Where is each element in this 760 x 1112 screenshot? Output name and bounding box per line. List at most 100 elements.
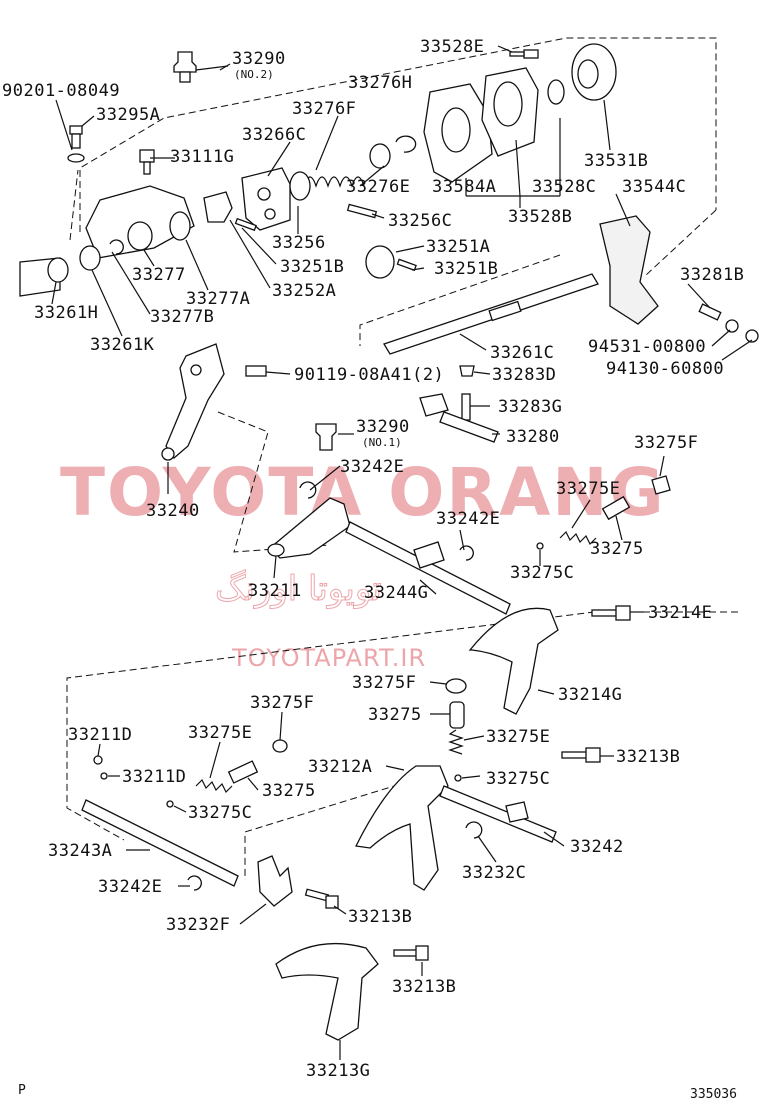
cap-33275f — [651, 475, 671, 495]
pin-33275-mid — [449, 701, 465, 729]
label-33232c: 33232C — [462, 863, 526, 883]
label-33277: 33277 — [132, 265, 186, 285]
label-33275-left: 33275 — [262, 781, 316, 801]
label-33275f-left: 33275F — [250, 693, 314, 713]
watermark-site: TOYOTAPART.IR — [231, 644, 426, 672]
label-33290-no2: 33290 — [232, 49, 286, 69]
upper-group-boundary — [79, 37, 717, 232]
bolt-33528e — [497, 45, 539, 59]
fork-33212a — [355, 765, 449, 891]
ball-33211d-upper — [93, 755, 103, 765]
rod-33243a — [81, 799, 239, 887]
bush-33277 — [127, 211, 191, 251]
bolt-33295a — [55, 99, 95, 163]
label-33211d-upper: 33211D — [68, 725, 132, 745]
clip-33277b — [109, 239, 124, 255]
leader-lines — [51, 63, 753, 1060]
watermark-brand: TOYOTA ORANG — [60, 454, 666, 531]
label-33242e-mid: 33242E — [436, 509, 500, 529]
fork-33214g — [468, 607, 559, 715]
corner-mark: P — [18, 1083, 26, 1098]
block-33266c — [241, 167, 291, 231]
plug-33290-no1 — [315, 423, 337, 451]
label-33277a: 33277A — [186, 289, 250, 309]
label-33211: 33211 — [248, 581, 302, 601]
label-90119-08a41: 90119-08A41(2) — [294, 365, 444, 385]
label-33266c: 33266C — [242, 125, 306, 145]
watermark-farsi: تویوتا اورنگ — [215, 569, 382, 609]
label-33290-no1-note: (NO.1) — [362, 436, 402, 449]
label-33240: 33240 — [146, 501, 200, 521]
shift-head-33544c — [599, 215, 759, 343]
cap-33275f-mid — [445, 678, 467, 694]
label-33283d: 33283D — [492, 365, 556, 385]
label-33276f: 33276F — [292, 99, 356, 119]
label-33211d-lower: 33211D — [122, 767, 186, 787]
ball-33275c-left — [166, 800, 174, 808]
breather-33111g — [139, 149, 155, 175]
collar-33251a — [234, 217, 417, 279]
clip-33276h — [395, 135, 417, 153]
housing-33528c — [481, 67, 565, 157]
label-33244g: 33244G — [364, 583, 428, 603]
label-33277b: 33277B — [150, 307, 214, 327]
label-33213g: 33213G — [306, 1061, 370, 1081]
lever-33240 — [161, 343, 267, 461]
label-33242e-lower: 33242E — [98, 877, 162, 897]
label-33528c: 33528C — [532, 177, 596, 197]
label-33111g: 33111G — [170, 147, 234, 167]
label-33213b-lower: 33213B — [392, 977, 456, 997]
label-33275f-mid: 33275F — [352, 673, 416, 693]
label-33243a: 33243A — [48, 841, 112, 861]
seal-33531b — [571, 43, 617, 151]
pin-33283g — [461, 393, 471, 421]
label-33213b-mid: 33213B — [348, 907, 412, 927]
label-33528e: 33528E — [420, 37, 484, 57]
shaft-group-boundary — [359, 254, 561, 346]
label-33275e-upper: 33275E — [556, 479, 620, 499]
cap-33275f-left — [272, 739, 288, 753]
rod-33242 — [439, 785, 557, 843]
boundary-segment — [644, 209, 717, 277]
clip-33242e-upper — [299, 481, 317, 499]
plug-33283d — [459, 365, 475, 377]
bolt-33213b-mid — [304, 888, 339, 909]
plug-33290-no2 — [173, 51, 229, 83]
bolt-33213b-lower — [393, 945, 429, 961]
part-labels: 33528E 33290 (NO.2) 90201-08049 33276H 3… — [2, 37, 744, 1081]
spring-33276f — [303, 176, 365, 188]
clip-33242e-lower — [187, 875, 202, 891]
lever-33252a — [203, 191, 233, 223]
label-33276e: 33276E — [346, 177, 410, 197]
spring-33275e-left — [195, 778, 233, 794]
label-33280: 33280 — [506, 427, 560, 447]
label-33275c-upper: 33275C — [510, 563, 574, 583]
pin-33275-left — [227, 760, 259, 784]
lower-group-boundary — [66, 611, 738, 841]
shaft-33280 — [419, 393, 499, 443]
label-33256: 33256 — [272, 233, 326, 253]
label-33214g: 33214G — [558, 685, 622, 705]
label-33275-upper: 33275 — [590, 539, 644, 559]
label-33232f: 33232F — [166, 915, 230, 935]
ball-33275c-upper — [536, 542, 544, 550]
label-33276h: 33276H — [348, 73, 412, 93]
label-33261h: 33261H — [34, 303, 98, 323]
label-33283g: 33283G — [498, 397, 562, 417]
label-33528b: 33528B — [508, 207, 572, 227]
shaft-33261c — [383, 273, 599, 355]
label-33544c: 33544C — [622, 177, 686, 197]
label-33251b-right: 33251B — [434, 259, 498, 279]
ball-33275c-right — [454, 774, 462, 782]
label-33261c: 33261C — [490, 343, 554, 363]
cover-plate-33584a — [423, 83, 493, 183]
pin-33256c — [346, 203, 378, 219]
label-33242e-upper: 33242E — [340, 457, 404, 477]
label-33295a: 33295A — [96, 105, 160, 125]
label-33290-no1: 33290 — [356, 417, 410, 437]
label-33275c-left: 33275C — [188, 803, 252, 823]
label-94531-00800: 94531-00800 — [588, 337, 706, 357]
label-33281b: 33281B — [680, 265, 744, 285]
spring-33275e-mid — [448, 729, 464, 755]
